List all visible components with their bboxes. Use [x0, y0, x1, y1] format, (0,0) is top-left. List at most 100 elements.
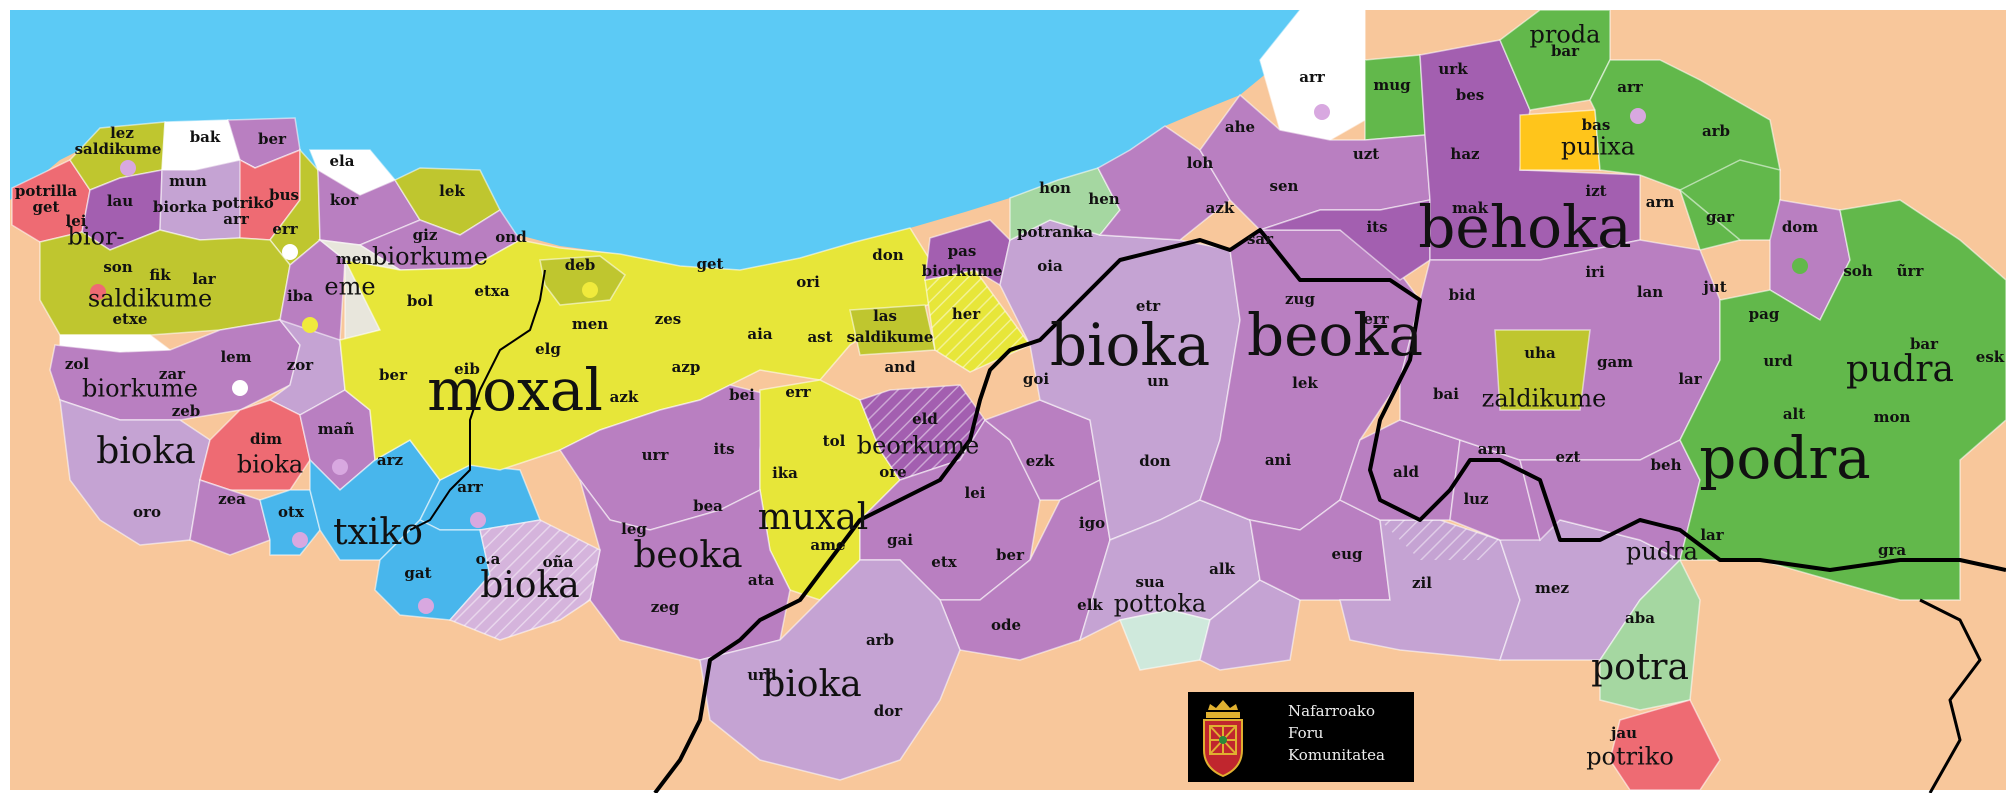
place-label: biorkume	[82, 375, 198, 403]
place-label: loh	[1187, 154, 1214, 172]
place-label: ode	[991, 616, 1021, 634]
place-label: eib	[454, 360, 480, 378]
region-its	[1259, 199, 1431, 281]
settlement-dots	[90, 104, 1808, 614]
place-label: dom	[1782, 218, 1818, 236]
place-label: potriko	[1586, 743, 1674, 771]
place-label: alt	[1783, 405, 1805, 423]
border-line	[653, 228, 2006, 793]
place-label: ani	[1265, 451, 1292, 469]
place-label: bioka	[96, 431, 196, 472]
place-label: eug	[1332, 545, 1363, 563]
place-label: ũrr	[1897, 262, 1925, 280]
border-line-west	[409, 269, 546, 531]
place-label: lar	[192, 270, 216, 288]
place-label: hon	[1039, 179, 1071, 197]
settlement-dot	[582, 282, 598, 298]
place-label: proda	[1530, 21, 1601, 49]
place-label: beorkume	[857, 432, 979, 460]
settlement-dot	[282, 244, 298, 260]
place-label: esk	[1976, 348, 2005, 366]
place-label: bioka	[1050, 311, 1210, 379]
place-label: men	[336, 250, 372, 268]
place-label: zes	[655, 310, 682, 328]
region-deb	[539, 255, 626, 306]
settlement-dot	[292, 532, 308, 548]
place-label: ezt	[1556, 448, 1581, 466]
place-label: urd	[747, 666, 777, 684]
place-label: deb	[565, 256, 596, 274]
place-label: giz	[413, 226, 438, 244]
place-label: err	[272, 220, 298, 238]
place-label: tol	[823, 432, 846, 450]
place-label: potra	[1591, 647, 1689, 688]
place-label: oro	[133, 503, 161, 521]
place-label: arb	[1702, 122, 1730, 140]
settlement-dot	[1630, 108, 1646, 124]
legend-line: Foru	[1288, 724, 1324, 742]
place-label: fik	[149, 266, 171, 284]
place-label: arz	[377, 451, 404, 469]
place-label: aia	[747, 325, 772, 343]
place-label: sua	[1135, 573, 1164, 591]
place-label: her	[952, 305, 981, 323]
place-label: ezk	[1026, 452, 1055, 470]
place-label: arn	[1646, 193, 1675, 211]
place-label: ori	[796, 273, 820, 291]
place-label: urk	[1438, 60, 1468, 78]
place-label: beoka	[1247, 301, 1423, 369]
place-label: bioka	[480, 565, 580, 606]
place-label: muxal	[758, 497, 869, 538]
place-label: pottoka	[1114, 590, 1206, 618]
place-label: jau	[1609, 724, 1637, 742]
place-label: gra	[1878, 541, 1906, 559]
place-label: las	[873, 307, 897, 325]
place-label: lar	[1678, 370, 1702, 388]
place-label: urd	[1763, 352, 1793, 370]
place-label: and	[884, 358, 916, 376]
place-label: hen	[1088, 190, 1119, 208]
place-label: izt	[1585, 182, 1606, 200]
region-moxal	[339, 227, 941, 481]
legend-box	[1188, 692, 1414, 782]
hatch-overlay-1	[925, 270, 1030, 372]
place-label: otx	[278, 503, 305, 521]
settlement-dot	[470, 512, 486, 528]
region-bioka-s	[699, 559, 961, 781]
settlement-dot	[332, 459, 348, 475]
place-label: zol	[65, 355, 90, 373]
region-mug	[1364, 54, 1426, 141]
place-label: bei	[729, 386, 755, 404]
place-label: ast	[807, 328, 832, 346]
place-label: men	[572, 315, 608, 333]
place-label: arr	[457, 478, 484, 496]
place-label: bas	[1582, 116, 1611, 134]
place-label: alk	[1209, 560, 1235, 578]
place-label: err	[1363, 310, 1389, 328]
place-label: err	[785, 383, 811, 401]
place-label: oña	[543, 553, 574, 571]
place-label: pudra	[1846, 349, 1954, 390]
place-label: pulixa	[1561, 133, 1635, 161]
place-label: o.a	[476, 550, 501, 568]
place-label: bar	[1910, 335, 1939, 353]
place-label: urr	[642, 446, 670, 464]
place-label: gar	[1706, 208, 1735, 226]
dialect-regions	[11, 9, 2006, 791]
place-label: bai	[1433, 385, 1459, 403]
settlement-dot	[232, 380, 248, 396]
place-label: podra	[1699, 424, 1870, 492]
place-label: iba	[287, 287, 313, 305]
place-label: bioka	[237, 451, 303, 479]
place-label: eme	[324, 273, 375, 301]
place-label: lez	[110, 124, 134, 142]
place-label: get	[33, 198, 60, 216]
place-label: zea	[218, 490, 246, 508]
place-label: sen	[1270, 177, 1299, 195]
place-label: lar	[1700, 526, 1724, 544]
place-label: mez	[1535, 579, 1569, 597]
place-label: potranka	[1017, 223, 1093, 241]
place-label: behoka	[1418, 193, 1631, 261]
place-label: its	[1366, 218, 1387, 236]
place-label: don	[1139, 452, 1170, 470]
